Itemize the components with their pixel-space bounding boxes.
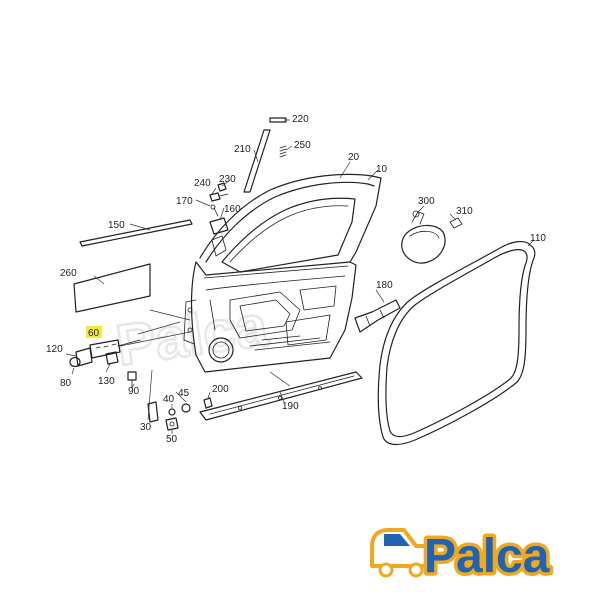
label-230: 230 (219, 174, 236, 185)
label-180: 180 (376, 280, 393, 291)
label-45: 45 (178, 388, 190, 399)
label-310: 310 (456, 206, 473, 217)
part-110-door-seal (377, 241, 536, 446)
label-120: 120 (46, 344, 63, 355)
part-300-filler-flap (401, 210, 463, 264)
part-210-trim-strip (243, 129, 271, 193)
label-240: 240 (194, 178, 211, 189)
label-200: 200 (212, 384, 229, 395)
part-220-clip (269, 117, 287, 123)
part-labels: 10 20 30 40 45 50 60 80 90 110 120 130 1… (46, 114, 546, 445)
car-truck-icon (370, 528, 432, 578)
label-130: 130 (98, 376, 115, 387)
part-260-pad (73, 263, 151, 313)
part-160-170-bracket (209, 204, 229, 235)
part-200-clip (203, 397, 213, 409)
part-250-spring (279, 145, 287, 158)
label-190: 190 (282, 401, 299, 412)
label-300: 300 (418, 196, 435, 207)
label-80: 80 (60, 378, 72, 389)
part-190-sill-strip (199, 371, 363, 421)
part-180-bracket (354, 299, 401, 333)
leader-lines (65, 119, 535, 434)
label-60: 60 (88, 328, 100, 339)
label-30: 30 (140, 422, 152, 433)
brand-name: Palca (424, 530, 550, 583)
part-80-120-130-hardware (69, 347, 137, 389)
part-30-40-45-50-hardware (147, 401, 191, 431)
label-170: 170 (176, 196, 193, 207)
label-250: 250 (294, 140, 311, 151)
brand-logo: Palca Palca (370, 527, 553, 587)
brand-name-outline: Palca (424, 530, 550, 583)
label-90: 90 (128, 386, 140, 397)
label-10: 10 (376, 164, 388, 175)
part-230-240-fasteners (209, 182, 229, 202)
label-160: 160 (224, 204, 241, 215)
watermark: Palca (112, 293, 272, 379)
label-40: 40 (163, 394, 175, 405)
label-50: 50 (166, 434, 178, 445)
label-260: 260 (60, 268, 77, 279)
label-20: 20 (348, 152, 360, 163)
part-150-belt-strip (79, 219, 193, 247)
label-110: 110 (530, 233, 546, 244)
label-150: 150 (108, 220, 125, 231)
label-210: 210 (234, 144, 251, 155)
part-60-highlight (86, 326, 102, 338)
label-220: 220 (292, 114, 309, 125)
